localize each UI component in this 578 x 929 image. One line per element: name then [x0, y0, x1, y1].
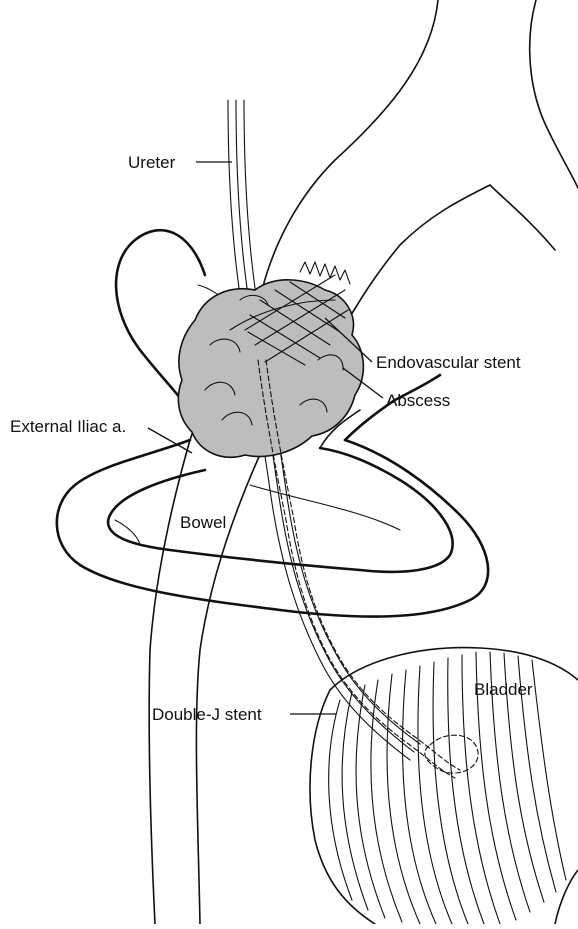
- great-vessels: [262, 0, 578, 325]
- ureter-label: Ureter: [128, 153, 176, 172]
- external-iliac-label: External Iliac a.: [10, 417, 126, 436]
- bowel-label: Bowel: [180, 513, 226, 532]
- bowel-main-loop: [57, 440, 488, 617]
- endovascular-stent-label: Endovascular stent: [376, 353, 521, 372]
- double-j-stent-label: Double-J stent: [152, 705, 262, 724]
- bladder-label: Bladder: [474, 680, 533, 699]
- abscess-label: Abscess: [386, 391, 450, 410]
